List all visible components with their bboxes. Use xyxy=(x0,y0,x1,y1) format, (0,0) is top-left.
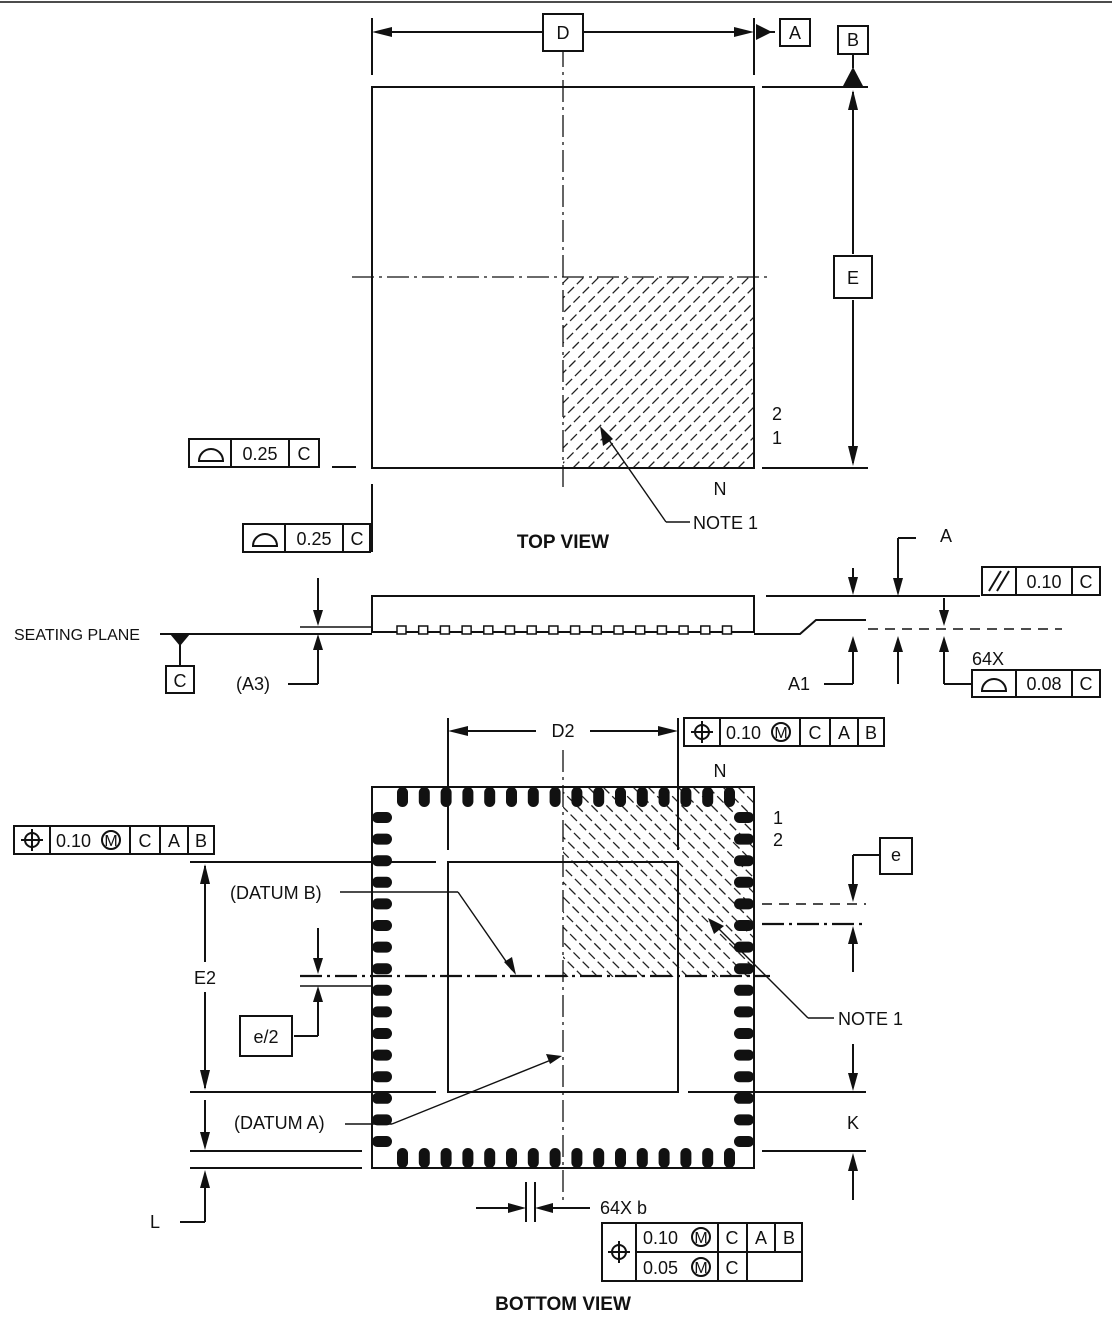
pos-b-row1-datum-2: A xyxy=(755,1228,767,1248)
pos-d2-mod: M xyxy=(774,725,787,742)
bottom-pin-1-label: 1 xyxy=(773,808,783,828)
flatness-symbol-icon xyxy=(980,678,1008,692)
bottom-view-pads xyxy=(372,787,754,1168)
mmc-modifier-icon xyxy=(101,830,121,850)
pos-e2-datum-2: A xyxy=(168,831,180,851)
pos-e2-datum-3: B xyxy=(195,831,207,851)
bottom-pin-n-label: N xyxy=(714,761,727,781)
flatness-symbol-icon xyxy=(197,448,225,462)
d2-label: D2 xyxy=(551,721,574,741)
datum-a-box xyxy=(779,18,811,47)
e-half-label: e/2 xyxy=(253,1027,278,1047)
parallelism-value: 0.10 xyxy=(1026,572,1061,592)
side-package-body xyxy=(371,595,755,633)
l-label: L xyxy=(150,1212,160,1232)
datum-a-callout: (DATUM A) xyxy=(234,1113,325,1133)
d-label-box xyxy=(542,13,584,52)
datum-c-label: C xyxy=(174,671,187,691)
parallelism-datum: C xyxy=(1080,572,1093,592)
bottom-note-1: NOTE 1 xyxy=(838,1009,903,1029)
datum-a-label: A xyxy=(789,23,801,43)
flatness-frame-side: 0.25 C xyxy=(242,523,371,553)
e2-label: E2 xyxy=(194,968,216,988)
coplanarity-datum: C xyxy=(1080,674,1093,694)
parallelism-frame: 0.10 C xyxy=(981,566,1101,596)
pos-b-row2-value: 0.05 xyxy=(643,1258,678,1278)
position-frame-e2: 0.10 M C A B xyxy=(13,825,215,855)
b-label: 64X b xyxy=(600,1198,647,1218)
e-half-box xyxy=(239,1015,293,1057)
bottom-pin1-hatch xyxy=(563,787,754,977)
top-view-title: TOP VIEW xyxy=(517,532,609,553)
a3-label: (A3) xyxy=(236,674,270,694)
d-label: D xyxy=(557,23,570,43)
datum-b-callout: (DATUM B) xyxy=(230,883,322,903)
top-pin-1-label: 1 xyxy=(772,428,782,448)
pos-b-row2-datum-1: C xyxy=(726,1258,739,1278)
top-pin1-hatch xyxy=(563,277,754,468)
e-pitch-box xyxy=(879,837,913,875)
seating-plane-label: SEATING PLANE xyxy=(14,627,140,644)
top-pin-2-label: 2 xyxy=(772,404,782,424)
flatness-top-datum: C xyxy=(298,444,311,464)
flatness-side-value: 0.25 xyxy=(296,529,331,549)
top-pin-n-label: N xyxy=(714,479,727,499)
e-pitch-label: e xyxy=(891,845,901,865)
pos-e2-datum-1: C xyxy=(139,831,152,851)
pos-d2-datum-1: C xyxy=(809,723,822,743)
pos-b-row1-value: 0.10 xyxy=(643,1228,678,1248)
pos-e2-mod: M xyxy=(104,833,117,850)
mmc-modifier-icon xyxy=(691,1227,711,1247)
datum-b-label: B xyxy=(847,30,859,50)
pos-d2-value: 0.10 xyxy=(726,723,761,743)
a1-label: A1 xyxy=(788,674,810,694)
e-label: E xyxy=(847,268,859,288)
position-frame-d2: 0.10 M C A B xyxy=(683,717,885,747)
flatness-top-value: 0.25 xyxy=(242,444,277,464)
pos-e2-value: 0.10 xyxy=(56,831,91,851)
e-label-box xyxy=(833,255,873,299)
pos-d2-datum-3: B xyxy=(865,723,877,743)
top-view: D A B E 2 1 N NOTE 1 xyxy=(188,13,873,553)
coplanarity-value: 0.08 xyxy=(1026,674,1061,694)
pos-b-row1-datum-3: B xyxy=(783,1228,795,1248)
datum-c-flag xyxy=(170,634,190,646)
mmc-modifier-icon xyxy=(691,1257,711,1277)
flatness-symbol-icon xyxy=(251,533,279,547)
datum-c-box xyxy=(165,665,195,694)
datum-b-box xyxy=(837,25,869,55)
pos-b-row1-datum-1: C xyxy=(726,1228,739,1248)
bottom-view: D2 0.10 M C A B N 1 2 xyxy=(13,717,913,1315)
coplanarity-frame: 0.08 C xyxy=(971,669,1101,698)
k-label: K xyxy=(847,1113,859,1133)
a-dim-label: A xyxy=(940,526,952,546)
flatness-side-datum: C xyxy=(351,529,364,549)
pos-d2-datum-2: A xyxy=(838,723,850,743)
bottom-pin-2-label: 2 xyxy=(773,830,783,850)
mmc-modifier-icon xyxy=(771,722,791,742)
side-view-pads xyxy=(396,625,733,635)
count-64x-label: 64X xyxy=(972,649,1004,669)
flatness-frame-top: 0.25 C xyxy=(188,438,320,468)
side-view: SEATING PLANE C (A3) A1 A xyxy=(14,526,1101,698)
pos-b-row1-mod: M xyxy=(694,1230,707,1247)
parallelism-icon xyxy=(988,570,1002,592)
bottom-view-title: BOTTOM VIEW xyxy=(495,1294,631,1315)
pos-b-row2-mod: M xyxy=(694,1260,707,1277)
top-note-1: NOTE 1 xyxy=(693,513,758,533)
composite-position-frame: 0.10 M C A B 0.05 M C xyxy=(601,1222,803,1282)
